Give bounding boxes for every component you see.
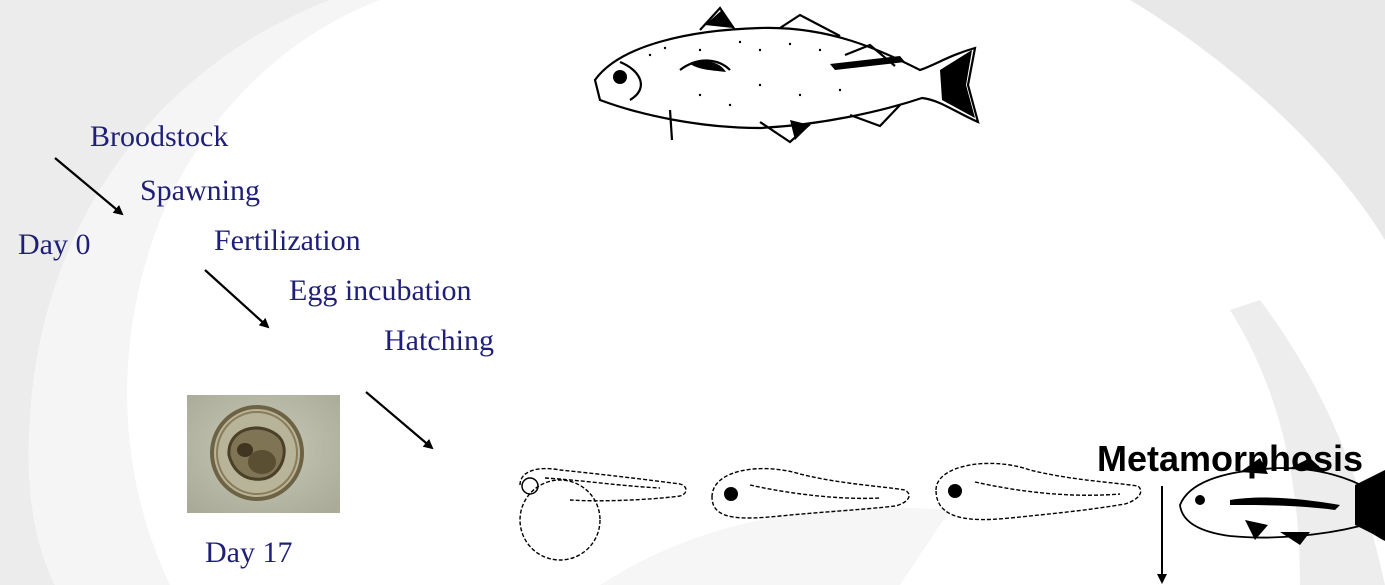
- stage-hatching: Hatching: [384, 326, 494, 356]
- stage-spawning: Spawning: [140, 176, 260, 206]
- stage-fertilization: Fertilization: [214, 226, 361, 256]
- stage-metamorphosis: Metamorphosis: [1097, 441, 1363, 477]
- stage-egg-incubation: Egg incubation: [289, 276, 471, 306]
- larva-stage-2: [712, 469, 909, 518]
- stage-broodstock: Broodstock: [90, 122, 228, 152]
- day-start-label: Day 0: [18, 230, 90, 260]
- yolk-sac-larva: [520, 469, 686, 560]
- day-egg-photo-label: Day 17: [205, 538, 292, 568]
